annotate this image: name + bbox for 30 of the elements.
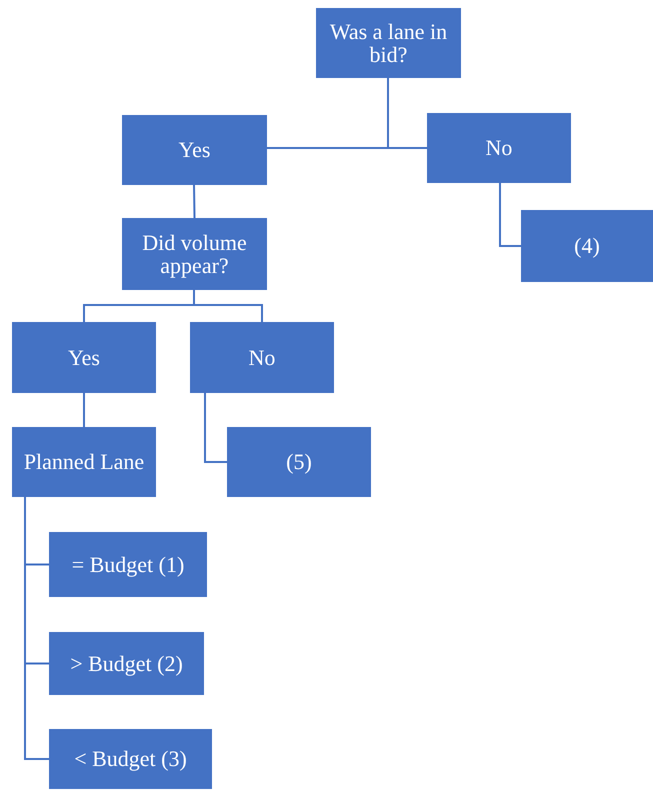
node-label: Planned Lane (22, 450, 146, 474)
process-box (190, 322, 334, 393)
process-box (521, 210, 653, 282)
process-box (316, 8, 461, 78)
process-box (49, 729, 212, 789)
node-label: Yes (66, 346, 101, 370)
connector-line (24, 497, 49, 760)
node-label: Did volume appear? (141, 230, 248, 278)
node-label: > Budget (2) (69, 652, 184, 676)
process-box (227, 427, 371, 497)
process-box (427, 113, 571, 183)
node-label: (5) (285, 450, 313, 474)
process-box (49, 632, 204, 695)
node-label: No (248, 346, 276, 370)
process-box (12, 322, 156, 393)
node-label: = Budget (1) (70, 552, 186, 576)
node-label: < Budget (3) (73, 747, 188, 771)
connector-line (193, 184, 196, 218)
node-label: No (484, 136, 514, 160)
node-label: Was a lane in bid? (328, 20, 448, 66)
node-label: Yes (177, 138, 212, 162)
process-box (122, 115, 267, 185)
process-box (122, 218, 267, 290)
process-box (49, 532, 207, 597)
connector-line (83, 393, 85, 427)
process-box (12, 427, 156, 497)
connector-line (499, 183, 521, 247)
node-label: (4) (573, 234, 601, 258)
connector-line (193, 290, 263, 322)
connector-line (204, 393, 227, 463)
